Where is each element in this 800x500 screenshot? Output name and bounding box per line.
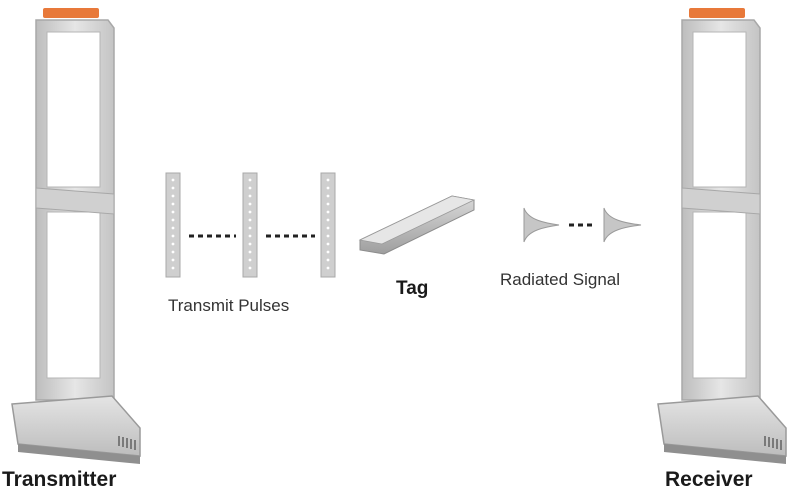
pulse-dot <box>171 218 175 222</box>
pulse-dot <box>326 234 330 238</box>
pulse-dot <box>248 266 252 270</box>
transmitter-gate <box>11 8 141 464</box>
pulse-dot <box>248 234 252 238</box>
pulse-dot <box>248 226 252 230</box>
pulse-bar <box>165 172 181 278</box>
pulse-dot <box>171 226 175 230</box>
pulse-dot <box>248 258 252 262</box>
pulse-dot <box>248 250 252 254</box>
pulse-dot <box>326 250 330 254</box>
pulse-dot <box>248 178 252 182</box>
pulse-dot <box>171 266 175 270</box>
pulse-dot <box>248 242 252 246</box>
pulse-dot <box>171 234 175 238</box>
radiated-signal-label: Radiated Signal <box>500 270 621 289</box>
pulse-dot <box>171 258 175 262</box>
pulse-dot <box>326 178 330 182</box>
pulse-dot <box>171 194 175 198</box>
pulse-dot <box>326 210 330 214</box>
pulse-dot <box>326 226 330 230</box>
transmitter-label: Transmitter <box>2 468 117 491</box>
receiver-label: Receiver <box>665 468 753 491</box>
tag-label: Tag <box>396 278 429 299</box>
pulse-dot <box>171 202 175 206</box>
pulse-dot <box>171 178 175 182</box>
pulse-dot <box>171 250 175 254</box>
pulse-dot <box>326 258 330 262</box>
tag-device <box>358 195 476 255</box>
pulse-dot <box>326 266 330 270</box>
pulse-dot <box>326 242 330 246</box>
pulse-dot <box>326 218 330 222</box>
receiver-base <box>657 395 787 457</box>
pulse-dot <box>171 242 175 246</box>
pulse-dot <box>248 194 252 198</box>
radiated-signal <box>523 207 642 243</box>
pulse-dot <box>171 210 175 214</box>
pulse-dot <box>326 186 330 190</box>
signal-burst <box>523 207 560 243</box>
pulse-bar <box>242 172 258 278</box>
pulse-dot <box>248 210 252 214</box>
pulse-dot <box>326 194 330 198</box>
transmitter-base <box>11 395 141 457</box>
pulse-dot <box>248 186 252 190</box>
pulse-dot <box>171 186 175 190</box>
pulse-dot <box>248 202 252 206</box>
pulse-dot <box>248 218 252 222</box>
signal-burst <box>603 207 642 243</box>
transmit-pulses <box>165 172 336 278</box>
pulse-dot <box>326 202 330 206</box>
transmit-pulses-label: Transmit Pulses <box>168 296 290 315</box>
receiver-gate <box>657 8 787 464</box>
receiver-cap <box>689 8 745 18</box>
pulse-bar <box>320 172 336 278</box>
transmitter-cap <box>43 8 99 18</box>
